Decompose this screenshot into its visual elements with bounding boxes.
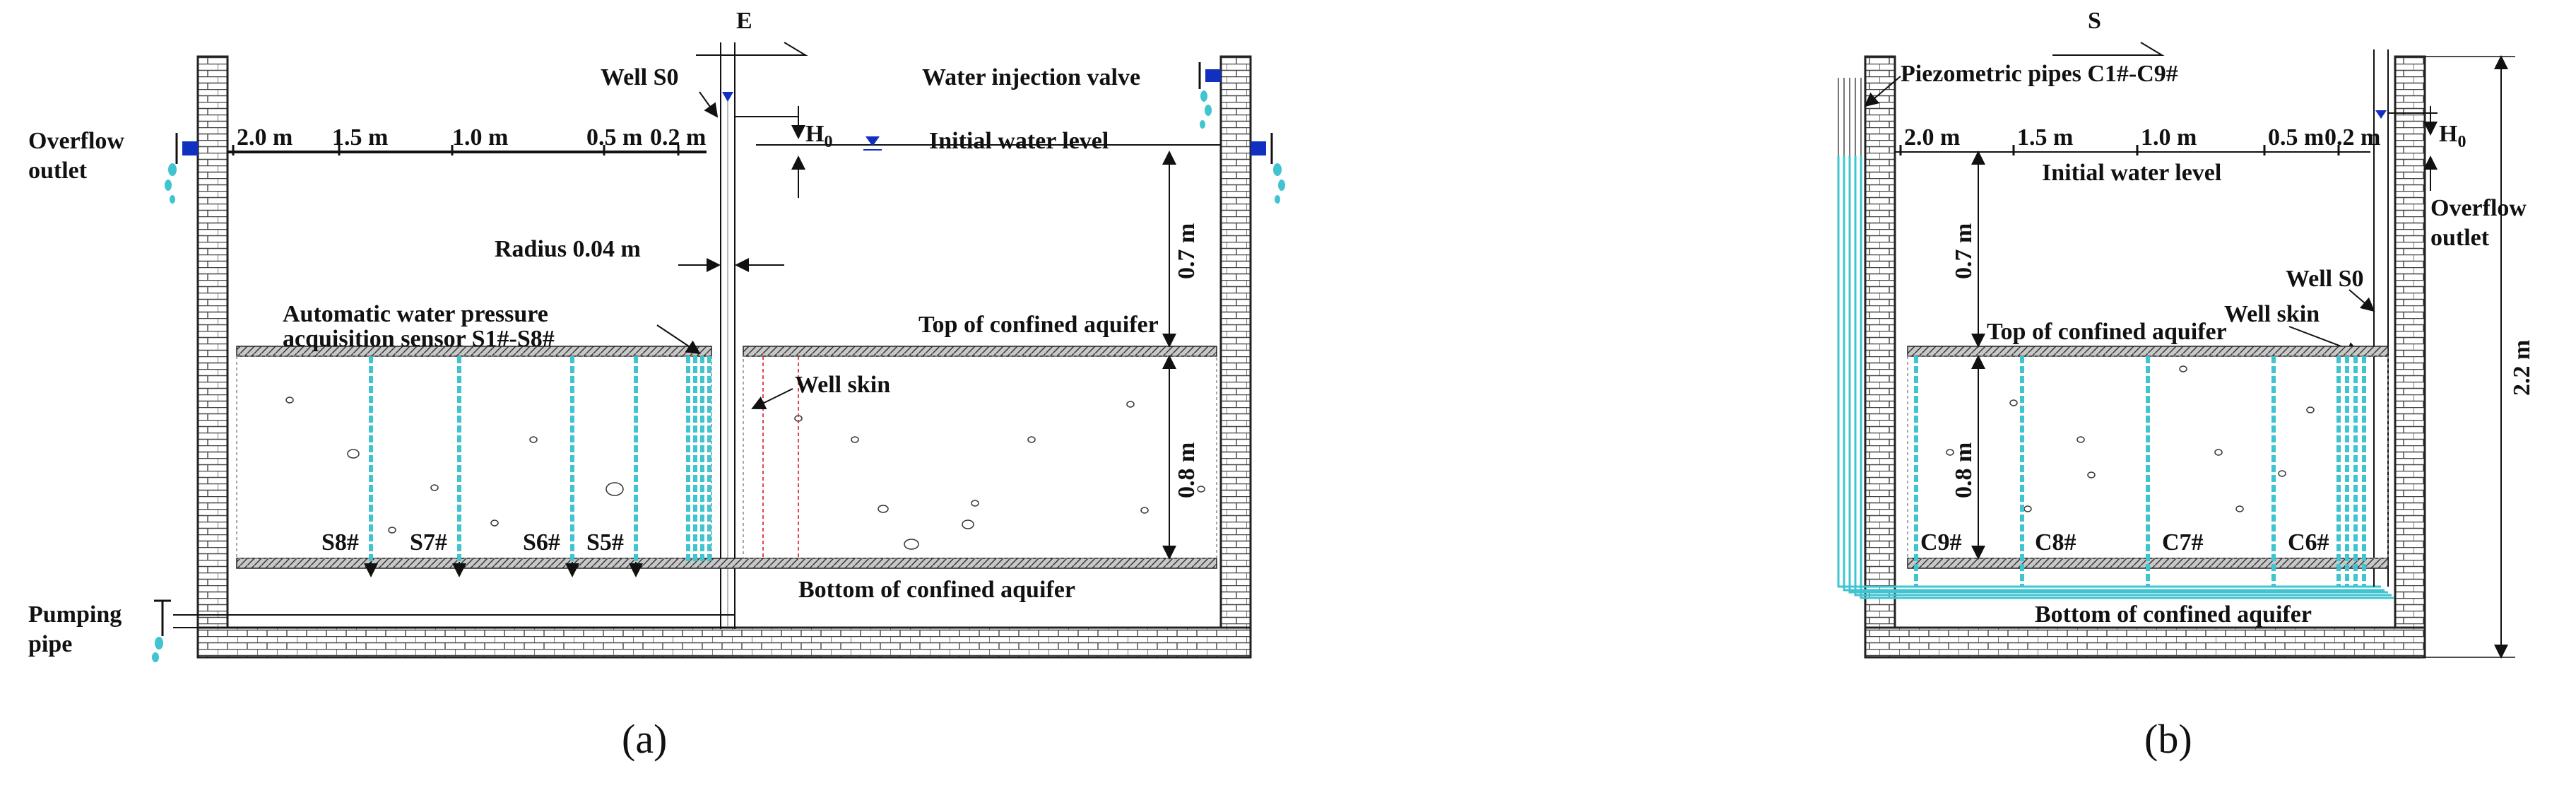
well-s0-label-a: Well S0 [601, 64, 679, 90]
pipe-label-3: C6# [2288, 529, 2329, 556]
pumping-pipe-label: Pumping [28, 601, 122, 628]
section-marker-s: S [2088, 8, 2101, 34]
distance-ticks-b [1899, 145, 2340, 155]
dim-top-b: 0.7 m [1951, 223, 1977, 279]
dim-aquifer-b: 0.8 m [1951, 442, 1977, 498]
panel-a: 2.0 m 1.5 m 1.0 m 0.5 m 0.2 m Overflow o… [28, 8, 1285, 762]
distance-label-a-2: 1.0 m [452, 124, 508, 151]
pipe-label-0: C9# [1920, 529, 1962, 556]
distance-label-a-3: 0.5 m [586, 124, 642, 151]
tank-b-right-wall [2394, 55, 2426, 659]
caption-b: (b) [2144, 716, 2192, 762]
section-marker-e: E [736, 8, 752, 34]
head-label-b: H0 [2439, 121, 2466, 151]
distance-ticks-a [232, 145, 680, 155]
distance-label-a-1: 1.5 m [332, 124, 388, 151]
radius-label: Radius 0.04 m [495, 236, 641, 262]
distance-label-a-0: 2.0 m [237, 124, 293, 151]
distance-label-b-1: 1.5 m [2017, 124, 2073, 151]
well-skin-label-a: Well skin [795, 372, 890, 398]
piezometric-pipes-label: Piezometric pipes C1#-C9# [1901, 61, 2178, 87]
aquifer-top-b [1907, 346, 2389, 357]
bottom-aquifer-label-a: Bottom of confined aquifer [798, 577, 1075, 603]
overflow-outlet-label-b: Overflow [2430, 195, 2527, 221]
pipe-label-1: C8# [2035, 529, 2076, 556]
head-label-a-main: H [805, 121, 824, 147]
pipe-label-2: C7# [2162, 529, 2204, 556]
tank-b-floor [1864, 626, 2426, 659]
piezometric-pipes [1837, 78, 2394, 599]
top-aquifer-label-b: Top of confined aquifer [1987, 319, 2227, 345]
pumping-pipe-label-2: pipe [28, 631, 72, 657]
aquifer-bottom-a [236, 558, 1217, 569]
sensor-label-3: S5# [586, 529, 624, 556]
tank-a-right-wall [1219, 55, 1252, 659]
overflow-outlet-label-a: Overflow [28, 128, 124, 154]
water-injection-valve-label: Water injection valve [922, 64, 1140, 90]
well-s0-a [720, 42, 798, 629]
sensor-title-label-2: acquisition sensor S1#-S8# [283, 326, 555, 352]
sensor-label-1: S7# [410, 529, 447, 556]
pumping-pipe-a [152, 599, 735, 662]
dim-total-b: 2.2 m [2509, 340, 2535, 396]
head-label-a: H0 [805, 121, 832, 151]
overflow-valve-a-right-icon [1251, 133, 1285, 204]
overflow-valve-a-icon [165, 133, 198, 204]
well-s0-label-b: Well S0 [2286, 266, 2364, 292]
distance-label-b-4: 0.2 m [2324, 124, 2380, 151]
bottom-aquifer-label-b: Bottom of confined aquifer [2035, 601, 2312, 628]
distance-label-b-0: 2.0 m [1904, 124, 1960, 151]
overflow-outlet-label-a-2: outlet [28, 158, 88, 184]
panel-b: Piezometric pipes C1#-C9# S 2.0 m 1.5 m … [1837, 8, 2535, 762]
tank-a-left-wall [196, 55, 229, 659]
well-skin-label-b: Well skin [2224, 301, 2320, 327]
aquifer-particles-a [285, 396, 1205, 550]
initial-water-level-label-a: Initial water level [929, 128, 1109, 154]
sensor-title-label-1: Automatic water pressure [283, 301, 548, 327]
well-s0-b [2373, 49, 2438, 587]
sensor-label-2: S6# [523, 529, 560, 556]
head-label-a-sub: 0 [824, 133, 832, 151]
head-label-b-main: H [2439, 121, 2457, 147]
piezometer-columns-b [1914, 356, 2366, 587]
caption-a: (a) [622, 716, 667, 762]
overflow-outlet-label-b-2: outlet [2430, 225, 2490, 251]
water-level-marker-a-icon [865, 136, 880, 146]
head-label-b-sub: 0 [2457, 133, 2466, 151]
dim-aquifer-a: 0.8 m [1174, 442, 1200, 498]
tank-a-floor [196, 626, 1252, 659]
distance-label-b-2: 1.0 m [2141, 124, 2197, 151]
dim-top-a: 0.7 m [1174, 223, 1200, 279]
well-skin-a [762, 356, 799, 558]
aquifer-particles-b [1946, 365, 2315, 512]
sensor-label-0: S8# [321, 529, 359, 556]
tank-b-left-wall [1864, 55, 1896, 659]
distance-label-a-4: 0.2 m [650, 124, 706, 151]
top-aquifer-label-a: Top of confined aquifer [918, 312, 1159, 338]
distance-label-b-3: 0.5 m [2268, 124, 2324, 151]
sensor-columns-a [369, 356, 711, 562]
water-injection-valve-icon [1198, 62, 1221, 129]
initial-water-level-label-b: Initial water level [2042, 160, 2221, 186]
